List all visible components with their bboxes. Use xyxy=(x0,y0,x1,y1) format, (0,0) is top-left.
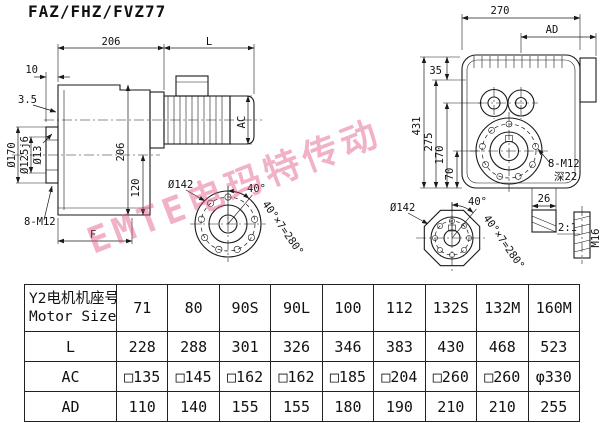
drawing-title: FAZ/FHZ/FVZ77 xyxy=(28,2,167,21)
side-view-housing xyxy=(45,84,151,216)
dim-3-5-label: 3.5 xyxy=(18,94,37,106)
front-view-flange-detail: 40° 40°×7=280° Ø142 xyxy=(390,196,527,274)
cell: □162 xyxy=(218,361,272,392)
dim-270-label: 270 xyxy=(491,5,510,17)
col-header: 80 xyxy=(167,284,220,332)
cell: 110 xyxy=(115,391,169,422)
cell: □135 xyxy=(115,361,169,392)
dia-13-label: Ø13 xyxy=(32,146,44,165)
cell: □260 xyxy=(424,361,478,392)
technical-drawing: 206 L 10 3.5 AC 206 120 Ø170 Ø125j6 Ø13 xyxy=(6,5,600,274)
motor-size-header: Y2电机机座号 Motor Size xyxy=(24,284,117,332)
side-view-motor xyxy=(149,75,255,149)
cell: 288 xyxy=(167,331,220,362)
cell: 210 xyxy=(424,391,478,422)
m16-detail: 2:1 M16 xyxy=(557,206,600,264)
side-view-flange-detail: 40° 40°×7=280° Ø142 xyxy=(168,179,306,262)
cell: 346 xyxy=(321,331,375,362)
cell: φ330 xyxy=(527,361,580,392)
dim-L-label: L xyxy=(206,36,212,48)
spec-table: Y2电机机座号 Motor Size 71 80 90S 90L 100 112… xyxy=(24,284,580,422)
table-row-AD: AD 110 140 155 155 180 190 210 210 255 xyxy=(24,391,580,422)
bolt-note-front-label: 8-M12 xyxy=(548,158,580,170)
flange-dia-label-front: Ø142 xyxy=(390,202,415,214)
bolt-note-side-label: 8-M12 xyxy=(24,216,56,228)
side-view: 206 L 10 3.5 AC 206 120 Ø170 Ø125j6 Ø13 xyxy=(6,36,306,262)
dim-AC-label: AC xyxy=(236,116,248,129)
cell: □204 xyxy=(373,361,426,392)
motor-size-header-cn: Y2电机机座号 xyxy=(29,290,117,307)
dim-206-top-label: 206 xyxy=(102,36,121,48)
front-view: 270 AD 431 275 170 70 35 8-M12 深22 26 2:… xyxy=(390,5,600,274)
cell: 155 xyxy=(218,391,272,422)
dim-275-label: 275 xyxy=(423,133,435,152)
row-label: L xyxy=(24,331,117,362)
cell: 228 xyxy=(115,331,169,362)
dim-70-label: 70 xyxy=(444,168,456,181)
detail-scale-label: 2:1 xyxy=(558,222,577,234)
cell: □162 xyxy=(270,361,323,392)
col-header: 90L xyxy=(270,284,323,332)
front-view-housing xyxy=(461,54,597,233)
cell: 180 xyxy=(321,391,375,422)
dim-170-label: 170 xyxy=(434,146,446,165)
cell: 523 xyxy=(527,331,580,362)
row-label: AC xyxy=(24,361,117,392)
cell: 210 xyxy=(476,391,529,422)
dim-206-vertical-label: 206 xyxy=(115,143,127,162)
dim-120-label: 120 xyxy=(130,179,142,198)
cell: 326 xyxy=(270,331,323,362)
dim-431-label: 431 xyxy=(411,117,423,136)
col-header: 90S xyxy=(218,284,272,332)
col-header: 132M xyxy=(476,284,529,332)
cell: □260 xyxy=(476,361,529,392)
motor-size-header-en: Motor Size xyxy=(29,309,117,325)
dia-125j6-label: Ø125j6 xyxy=(19,136,31,174)
cell: 430 xyxy=(424,331,478,362)
flange-dia-label-side: Ø142 xyxy=(168,179,193,191)
dia-170-label: Ø170 xyxy=(6,142,18,167)
dim-AD-label: AD xyxy=(546,24,559,36)
dim-26-label: 26 xyxy=(538,193,551,205)
dim-F-label: F xyxy=(90,229,96,241)
thread-M16-label: M16 xyxy=(590,229,600,248)
table-row-L: L 228 288 301 326 346 383 430 468 523 xyxy=(24,331,580,362)
flange-angle-label-front: 40° xyxy=(468,196,487,208)
cell: 255 xyxy=(527,391,580,422)
col-header: 71 xyxy=(115,284,169,332)
col-header: 112 xyxy=(373,284,426,332)
cell: 301 xyxy=(218,331,272,362)
bolt-depth-label: 深22 xyxy=(554,171,577,183)
cell: 383 xyxy=(373,331,426,362)
table-header-row: Y2电机机座号 Motor Size 71 80 90S 90L 100 112… xyxy=(24,284,580,332)
cell: 140 xyxy=(167,391,220,422)
cell: 468 xyxy=(476,331,529,362)
cell: □185 xyxy=(321,361,375,392)
flange-angle-label-side: 40° xyxy=(247,183,266,195)
cell: 190 xyxy=(373,391,426,422)
table-row-AC: AC □135 □145 □162 □162 □185 □204 □260 □2… xyxy=(24,361,580,392)
col-header: 160M xyxy=(527,284,580,332)
dim-35-label: 35 xyxy=(429,65,442,77)
row-label: AD xyxy=(24,391,117,422)
flange-angle-total-label-front: 40°×7=280° xyxy=(481,213,527,272)
flange-angle-total-label-side: 40°×7=280° xyxy=(260,199,306,258)
cell: 155 xyxy=(270,391,323,422)
cell: □145 xyxy=(167,361,220,392)
dim-10-label: 10 xyxy=(25,64,38,76)
col-header: 132S xyxy=(424,284,478,332)
col-header: 100 xyxy=(321,284,375,332)
